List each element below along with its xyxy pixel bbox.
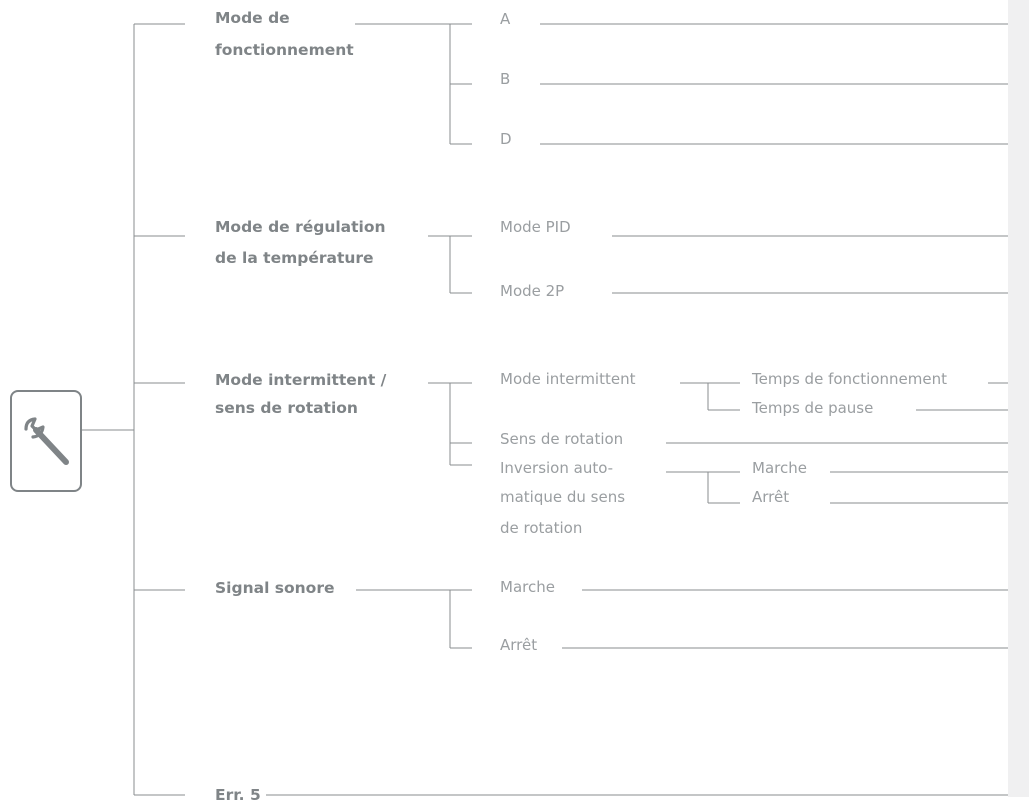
- intermittent-label-line2: sens de rotation: [215, 399, 358, 417]
- rotation-direction-item[interactable]: Sens de rotation: [500, 430, 624, 448]
- auto-inversion-off-item[interactable]: Arrêt: [752, 488, 790, 506]
- operating-mode-option-d[interactable]: D: [500, 130, 512, 148]
- temp-control-option-2p[interactable]: Mode 2P: [500, 282, 565, 300]
- operating-mode-label-line1: Mode de: [215, 9, 290, 27]
- temp-control-label-line2: de la température: [215, 249, 374, 267]
- auto-inversion-label-line3[interactable]: de rotation: [500, 519, 583, 537]
- beep-option-off[interactable]: Arrêt: [500, 636, 538, 654]
- operating-mode-option-a[interactable]: A: [500, 10, 511, 28]
- operating-mode-label-line2: fonctionnement: [215, 41, 354, 59]
- auto-inversion-label-line1[interactable]: Inversion auto-: [500, 459, 614, 477]
- operating-mode-option-b[interactable]: B: [500, 70, 511, 88]
- beep-option-on[interactable]: Marche: [500, 578, 555, 596]
- side-panel: [1008, 0, 1029, 797]
- temp-control-option-pid[interactable]: Mode PID: [500, 218, 571, 236]
- intermittent-mode-item[interactable]: Mode intermittent: [500, 370, 636, 388]
- wrench-icon: [24, 417, 69, 465]
- error-label: Err. 5: [215, 786, 261, 804]
- auto-inversion-on-item[interactable]: Marche: [752, 459, 807, 477]
- intermittent-label-line1: Mode intermittent /: [215, 371, 387, 389]
- pause-time-item[interactable]: Temps de pause: [752, 399, 874, 417]
- running-time-item[interactable]: Temps de fonctionnement: [752, 370, 947, 388]
- settings-wrench-button[interactable]: [10, 390, 82, 492]
- beep-label: Signal sonore: [215, 579, 335, 597]
- auto-inversion-label-line2[interactable]: matique du sens: [500, 488, 626, 506]
- temp-control-label-line1: Mode de régulation: [215, 218, 386, 236]
